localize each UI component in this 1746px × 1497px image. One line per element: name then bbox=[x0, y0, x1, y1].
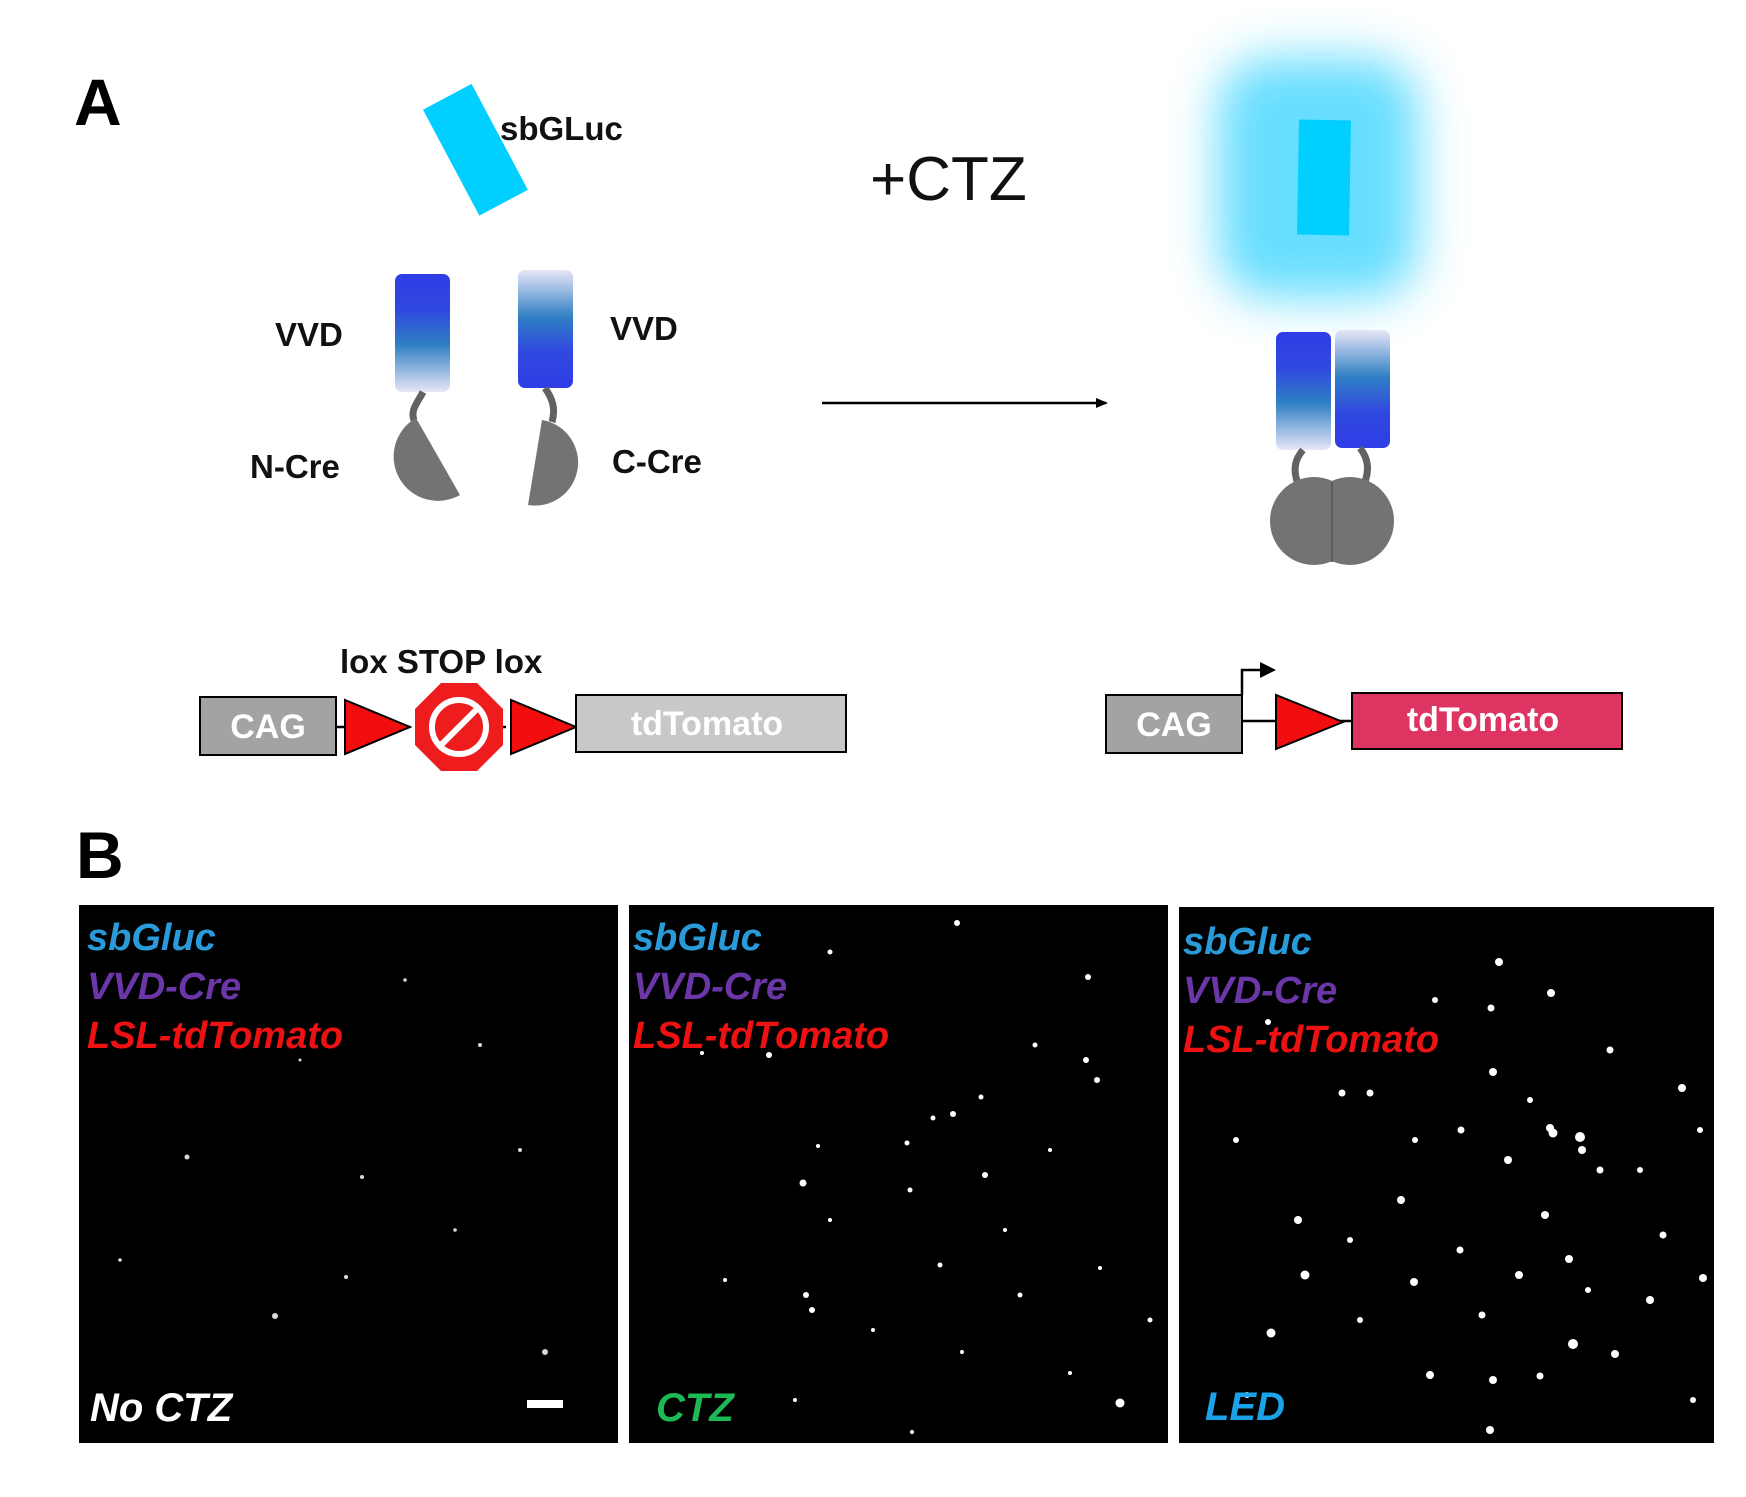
ctz-gene-sbgluc: sbGluc bbox=[633, 917, 762, 959]
micrograph-ctz bbox=[629, 905, 1168, 1443]
scale-bar bbox=[527, 1400, 563, 1408]
micrograph-no-ctz bbox=[79, 905, 618, 1443]
ctz-condition: CTZ bbox=[656, 1386, 735, 1430]
ctz-label: +CTZ bbox=[870, 145, 1027, 214]
tdtomato-left-label: tdTomato bbox=[631, 705, 783, 743]
lox-triangle-2 bbox=[510, 698, 579, 756]
transcription-start-arrow bbox=[1240, 668, 1262, 695]
ctz-gene-lsl: LSL-tdTomato bbox=[633, 1015, 889, 1057]
no-ctz-gene-lsl: LSL-tdTomato bbox=[87, 1015, 343, 1057]
led-gene-lsl: LSL-tdTomato bbox=[1183, 1019, 1439, 1061]
stop-sign-icon bbox=[415, 683, 503, 771]
led-cells bbox=[1233, 958, 1707, 1434]
led-condition: LED bbox=[1205, 1385, 1285, 1429]
led-gene-vvdcre: VVD-Cre bbox=[1183, 970, 1337, 1012]
linker-right bbox=[542, 385, 558, 423]
sbgluc-luciferase bbox=[422, 83, 528, 216]
cag-right-label: CAG bbox=[1136, 706, 1212, 744]
cag-left-label: CAG bbox=[230, 708, 306, 746]
ccre-label: C-Cre bbox=[612, 443, 702, 480]
tdtomato-box-left bbox=[575, 694, 847, 753]
cre-dimer-right bbox=[1306, 477, 1394, 565]
led-gene-sbgluc: sbGluc bbox=[1183, 921, 1312, 963]
transcription-arrowhead bbox=[1260, 662, 1276, 678]
vvd-dimer-left bbox=[1276, 332, 1331, 450]
lox-stop-label: lox STOP lox bbox=[340, 643, 543, 680]
sbgluc-label: sbGLuc bbox=[500, 110, 623, 147]
glowing-sbgluc bbox=[1218, 58, 1418, 298]
vvd-right bbox=[518, 270, 573, 388]
vvd-left bbox=[395, 274, 450, 392]
lox-triangle-recombined bbox=[1275, 693, 1346, 751]
ncre-label: N-Cre bbox=[250, 448, 340, 485]
no-ctz-condition: No CTZ bbox=[90, 1386, 234, 1430]
tdtomato-box-right bbox=[1351, 692, 1623, 750]
tdtomato-right-label: tdTomato bbox=[1407, 701, 1559, 739]
vvd-dimer-right bbox=[1335, 330, 1390, 448]
linker-left bbox=[409, 390, 427, 422]
lox-triangle-1 bbox=[344, 698, 413, 756]
no-ctz-gene-sbgluc: sbGluc bbox=[87, 917, 216, 959]
no-ctz-cells bbox=[118, 978, 548, 1397]
ctz-cells bbox=[700, 920, 1153, 1434]
panel-b-label: B bbox=[76, 818, 124, 892]
vvd-right-label: VVD bbox=[610, 310, 678, 347]
vvd-left-label: VVD bbox=[275, 316, 343, 353]
no-ctz-gene-vvdcre: VVD-Cre bbox=[87, 966, 241, 1008]
ncre-half bbox=[393, 418, 460, 501]
cag-box-right bbox=[1105, 694, 1243, 754]
ctz-gene-vvdcre: VVD-Cre bbox=[633, 966, 787, 1008]
panel-a-label: A bbox=[74, 65, 122, 139]
micrograph-led bbox=[1179, 907, 1714, 1443]
ccre-half bbox=[528, 420, 579, 506]
cag-box-left bbox=[199, 696, 337, 756]
dimer-linker-left bbox=[1291, 447, 1306, 486]
